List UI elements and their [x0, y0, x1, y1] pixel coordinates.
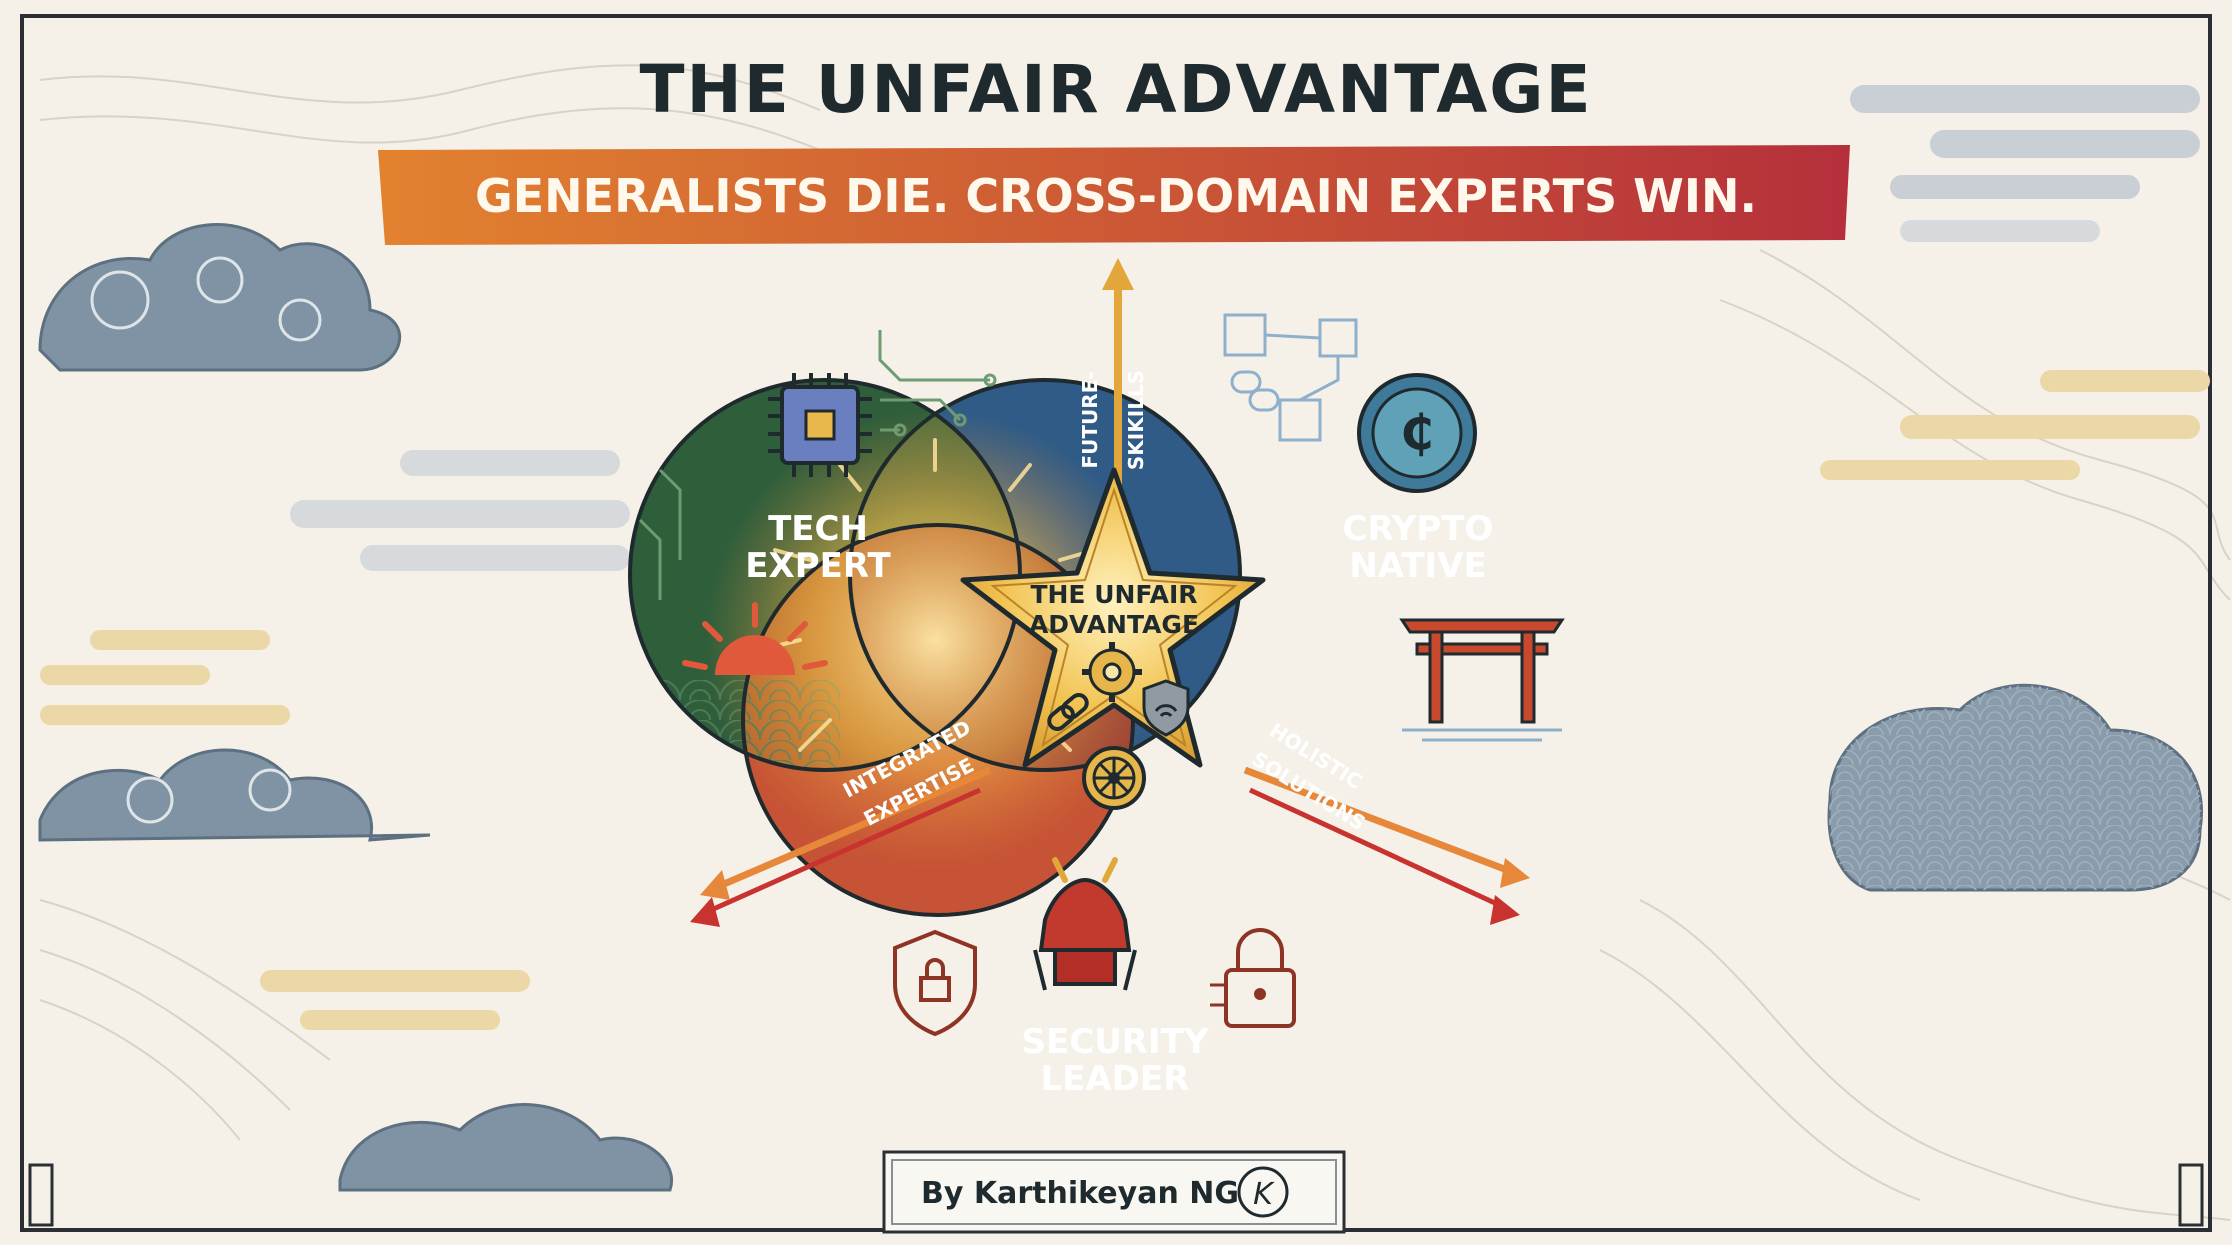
- blockchain-icon: [1223, 313, 1358, 442]
- gear-icon: [1082, 642, 1142, 702]
- shield-wifi-icon: [1142, 679, 1190, 737]
- author-name: By Karthikeyan NG: [921, 1176, 1239, 1211]
- author-logo: [1237, 1166, 1289, 1218]
- security-label-line1: SECURITY: [1022, 1022, 1209, 1062]
- padlock-icon: [1210, 928, 1296, 1028]
- circuit-icon: [638, 330, 997, 600]
- decorative-gold-bands: [40, 370, 2210, 1030]
- crypto-coin-icon: ₵: [1357, 373, 1477, 493]
- center-glow: [705, 410, 1165, 870]
- author-badge: By Karthikeyan NG K: [882, 1150, 1346, 1234]
- subtitle: GENERALISTS DIE. CROSS-DOMAIN EXPERTS WI…: [475, 169, 1757, 223]
- security-label-line2: LEADER: [1041, 1059, 1190, 1099]
- arrow-icon: [1102, 258, 1134, 500]
- cloud-icon: [338, 1103, 673, 1192]
- torii-gate-icon: [1399, 618, 1565, 742]
- cloud-icon: [38, 748, 431, 842]
- family-crest-icon: [1082, 746, 1146, 810]
- center-label-line2: ADVANTAGE: [1029, 610, 1199, 639]
- subtitle-banner: GENERALISTS DIE. CROSS-DOMAIN EXPERTS WI…: [378, 145, 1850, 245]
- samurai-helmet-icon: [1033, 857, 1137, 991]
- cloud-icon: [38, 223, 401, 372]
- cloud-icon: [1827, 683, 2203, 892]
- future-skills-line2: SKIKILLS: [1124, 370, 1148, 470]
- arrow-icon: [1243, 766, 1530, 925]
- tech-label-line1: TECH: [768, 509, 868, 549]
- chain-icon: [1047, 693, 1089, 731]
- arrow-icon: [690, 766, 992, 927]
- page-title: THE UNFAIR ADVANTAGE: [639, 51, 1592, 128]
- chip-icon: [768, 373, 872, 477]
- crypto-label-line1: CRYPTO: [1343, 509, 1494, 549]
- shield-lock-icon: [893, 929, 977, 1037]
- center-label-line1: THE UNFAIR: [1030, 580, 1197, 609]
- frame-post-right: [2178, 1163, 2204, 1227]
- frame-post-left: [28, 1163, 54, 1227]
- tech-label-line2: EXPERT: [745, 546, 891, 586]
- rising-sun-icon: [682, 602, 828, 675]
- author-logo-letter: K: [1253, 1177, 1275, 1212]
- decorative-bands: [290, 85, 2200, 571]
- svg-text:₵: ₵: [1400, 405, 1433, 461]
- crypto-label-line2: NATIVE: [1349, 546, 1487, 586]
- future-skills-line1: FUTURE-: [1078, 371, 1102, 468]
